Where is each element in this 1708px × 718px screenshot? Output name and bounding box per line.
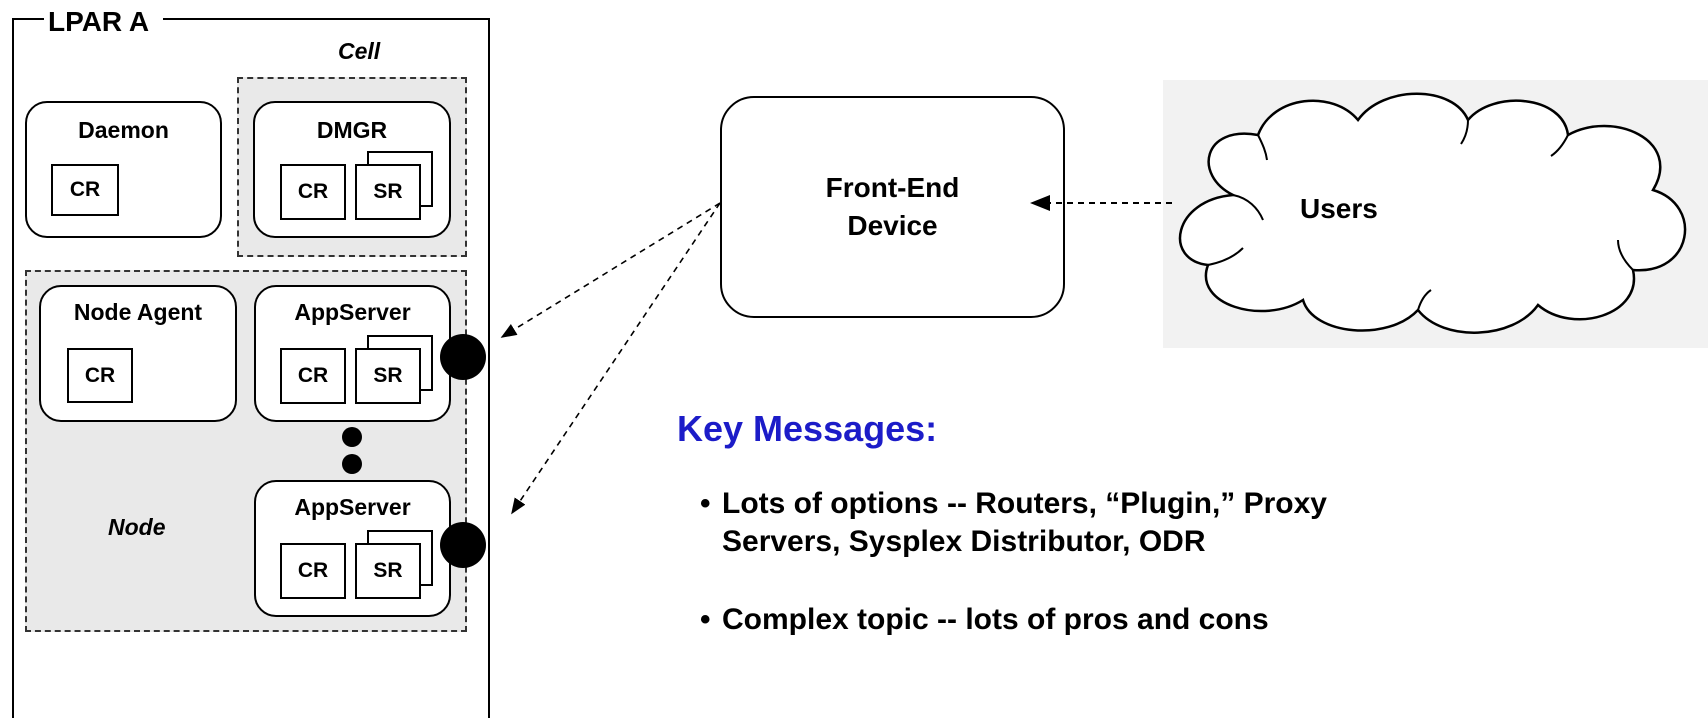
ellipsis-dot-2: [342, 454, 362, 474]
key-messages-title: Key Messages:: [677, 408, 938, 449]
daemon-cr: CR: [51, 164, 119, 216]
appserver-2-title: AppServer: [294, 494, 411, 520]
dmgr-title: DMGR: [316, 117, 388, 143]
appserver-2-sr: SR: [355, 543, 421, 599]
bullet-mark-2: •: [700, 603, 711, 636]
appserver-box-2: AppServer CR SR: [254, 480, 451, 617]
dmgr-box: DMGR CR SR: [253, 101, 451, 238]
bullet-1-line-1: Lots of options -- Routers, “Plugin,” Pr…: [722, 487, 1327, 520]
bullet-2-line-1: Complex topic -- lots of pros and cons: [722, 603, 1269, 636]
node-agent-title: Node Agent: [73, 299, 203, 325]
arrow-frontend-to-appserver-2: [511, 202, 721, 515]
node-label: Node: [108, 514, 166, 540]
users-cloud-icon: [1178, 92, 1687, 334]
appserver-box-1: AppServer CR SR: [254, 285, 451, 422]
dmgr-sr: SR: [355, 164, 421, 220]
endpoint-dot-2: [440, 522, 486, 568]
front-end-line-2: Device: [847, 210, 938, 241]
appserver-1-cr: CR: [280, 348, 346, 404]
ellipsis-dot-1: [342, 427, 362, 447]
front-end-line-1: Front-End: [825, 172, 960, 203]
bullet-item-1: • Lots of options -- Routers, “Plugin,” …: [700, 485, 1690, 565]
lpar-title: LPAR A: [44, 4, 164, 40]
arrow-frontend-to-appserver-1: [500, 202, 721, 338]
daemon-box: Daemon CR: [25, 101, 222, 238]
daemon-title: Daemon: [78, 117, 169, 143]
bullet-mark-1: •: [700, 487, 711, 520]
appserver-1-sr: SR: [355, 348, 421, 404]
endpoint-dot-1: [440, 334, 486, 380]
dmgr-cr: CR: [280, 164, 346, 220]
appserver-1-title: AppServer: [294, 299, 411, 325]
bullet-item-2: • Complex topic -- lots of pros and cons: [700, 601, 1690, 641]
lpar-frame: [12, 18, 490, 718]
bullet-1-line-2: Servers, Sysplex Distributor, ODR: [722, 525, 1206, 558]
cell-label: Cell: [338, 38, 381, 64]
node-agent-box: Node Agent CR: [39, 285, 237, 422]
node-agent-cr: CR: [67, 348, 133, 403]
users-label: Users: [1300, 193, 1378, 224]
front-end-device-box: Front-End Device: [720, 96, 1065, 318]
appserver-2-cr: CR: [280, 543, 346, 599]
